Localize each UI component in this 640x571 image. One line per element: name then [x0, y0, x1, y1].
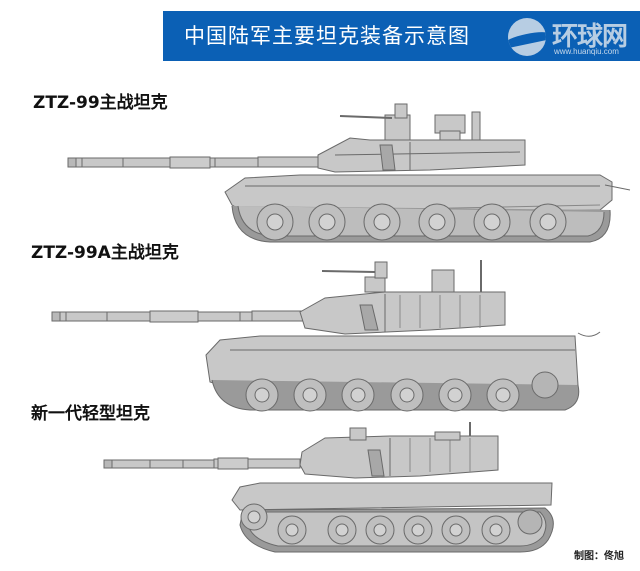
- road-wheels: [256, 203, 567, 241]
- page-title: 中国陆军主要坦克装备示意图: [184, 24, 470, 48]
- ztz99-tank-illustration: [67, 103, 631, 243]
- huanqiu-logo[interactable]: 环球网 www.huanqiu.com: [508, 15, 640, 59]
- tank-label-ztz99: ZTZ-99主战坦克: [33, 93, 168, 113]
- logo-name: 环球网: [552, 22, 628, 52]
- tank-label-light-tank: 新一代轻型坦克: [31, 404, 150, 424]
- header-banner: 中国陆军主要坦克装备示意图 环球网 www.huanqiu.com: [163, 11, 640, 61]
- illustrator-credit: 制图：佟旭: [574, 551, 624, 562]
- ztz99a-tank-illustration: [51, 260, 601, 412]
- globe-eagle-logo-icon: [508, 18, 546, 56]
- logo-url: www.huanqiu.com: [554, 47, 619, 56]
- light-tank-illustration: [103, 422, 554, 553]
- tank-label-ztz99a: ZTZ-99A主战坦克: [31, 243, 179, 263]
